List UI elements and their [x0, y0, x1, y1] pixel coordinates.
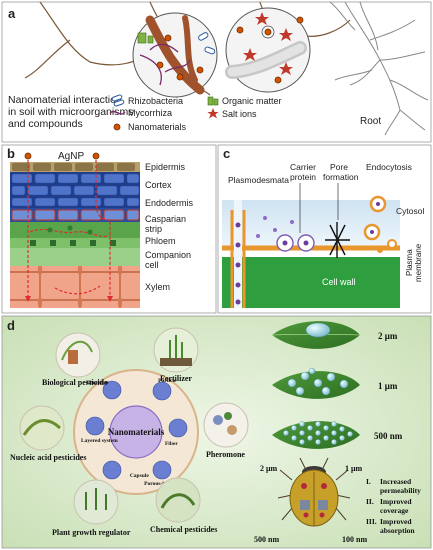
panel-a: a: [1, 1, 432, 143]
companion-cell-band: [10, 248, 140, 266]
beetle-label-2um: 2 μm: [260, 464, 278, 473]
app-nucleic-acid-pesticides: Nucleic acid pesticides: [10, 453, 86, 462]
legend-salt-ions: Salt ions: [222, 109, 257, 119]
label-endocytosis: Endocytosis: [366, 162, 412, 172]
legend-rhizobacteria: Rhizobacteria: [128, 96, 183, 106]
label-plasmodesmata: Plasmodesmata: [228, 175, 289, 185]
beetle-illustration: 2 μm 1 μm 500 nm 100 nm: [254, 457, 367, 544]
leaf-size-500nm: 500 nm: [374, 431, 403, 441]
legend-organic-matter: Organic matter: [222, 96, 282, 106]
root-tissue-section: [10, 160, 140, 308]
carrier-proteins: [276, 234, 315, 252]
mycorrhiza-icon: [109, 110, 126, 115]
legend-mycorrhiza: Mycorrhiza: [128, 108, 172, 118]
soil-zoom-circle-left: [132, 12, 218, 98]
beetle-label-1um: 1 μm: [345, 464, 363, 473]
effect-3: III. Improved absorption: [366, 517, 415, 535]
panel-c: c: [217, 144, 432, 314]
agnp-particle-icon-2: [92, 152, 100, 160]
casparian-strip-band: [10, 222, 140, 238]
nanomaterials-center-label: Nanomaterials: [108, 427, 165, 437]
panel-d-letter: d: [7, 318, 15, 333]
layer-phloem: Phloem: [145, 236, 176, 246]
panel-b-letter: b: [7, 146, 15, 161]
cell-wall: [222, 256, 400, 308]
plasmodesmata-particles: [235, 222, 241, 305]
agnp-uptake-pathways: [27, 160, 111, 296]
organic-matter-icon: [207, 96, 219, 106]
leaf-size-1um: 1 μm: [378, 381, 398, 391]
endocytosis-vesicles: [363, 195, 397, 253]
panel-c-letter: c: [223, 146, 230, 161]
application-circles: [19, 327, 249, 525]
leaf-size-2um: 2 μm: [378, 331, 398, 341]
pore-formation: [325, 222, 350, 258]
cortex-cells: [11, 173, 140, 207]
effect-2: II. Improved coverage: [366, 497, 413, 515]
layer-xylem: Xylem: [145, 282, 170, 292]
app-plant-growth-regulator: Plant growth regulator: [52, 528, 131, 537]
nanomaterials-wheel: Nanomaterials Emulsion Particle Layered …: [73, 369, 199, 495]
effect-1: I. Increased permeability: [366, 477, 421, 495]
panel-d: d Nanomaterials Emulsion Particle Layere…: [1, 315, 432, 549]
label-cell-wall: Cell wall: [322, 277, 356, 287]
app-fertilizer: Fertilizer: [160, 374, 192, 383]
beetle-label-500nm: 500 nm: [254, 535, 279, 544]
cytosol-region: [222, 200, 400, 248]
salt-ion-icon: [207, 108, 219, 119]
panel-a-caption: Nanomaterial interaction in soil with mi…: [8, 94, 136, 130]
leaf-droplet-series: 2 μm 1 μm 500 nm: [271, 321, 403, 449]
app-biological-pesticide: Biological pesticide: [42, 378, 108, 387]
layer-epidermis: Epidermis: [145, 162, 186, 172]
app-chemical-pesticides: Chemical pesticides: [150, 525, 217, 534]
panel-b: b AgNP: [1, 144, 217, 314]
leaf-1um: [272, 367, 360, 399]
endodermis-cells: [11, 209, 140, 221]
beetle-label-100nm: 100 nm: [342, 535, 367, 544]
soil-zoom-circle-right: [225, 7, 311, 93]
phloem-nanoparticles: [47, 225, 93, 235]
effects-list: I. Increased permeability II. Improved c…: [366, 477, 421, 535]
application-labels: Biological pesticide Fertilizer Nucleic …: [10, 374, 245, 537]
panel-a-letter: a: [8, 6, 16, 21]
epidermis-cells: [12, 163, 135, 171]
inner-labels: Emulsion Particle Layered system Fiber C…: [81, 378, 179, 487]
app-pheromone: Pheromone: [206, 450, 245, 459]
label-plasma-membrane: Plasmamembrane: [405, 243, 423, 282]
layer-cortex: Cortex: [145, 180, 172, 190]
label-cytosol: Cytosol: [396, 206, 424, 216]
layer-endodermis: Endodermis: [145, 198, 194, 208]
leaf-2um: [271, 321, 361, 349]
nanomaterial-icon: [113, 123, 121, 131]
legend-nanomaterials: Nanomaterials: [128, 122, 187, 132]
plant-root-system: [329, 1, 429, 136]
leaf-500nm: [272, 421, 360, 449]
panel-a-legend: Rhizobacteria Mycorrhiza Organic matter …: [109, 94, 282, 132]
rhizobacteria-icon: [111, 94, 125, 107]
root-label: Root: [360, 116, 381, 127]
agnp-particle-icon: [24, 152, 32, 160]
agnp-label: AgNP: [58, 151, 84, 162]
